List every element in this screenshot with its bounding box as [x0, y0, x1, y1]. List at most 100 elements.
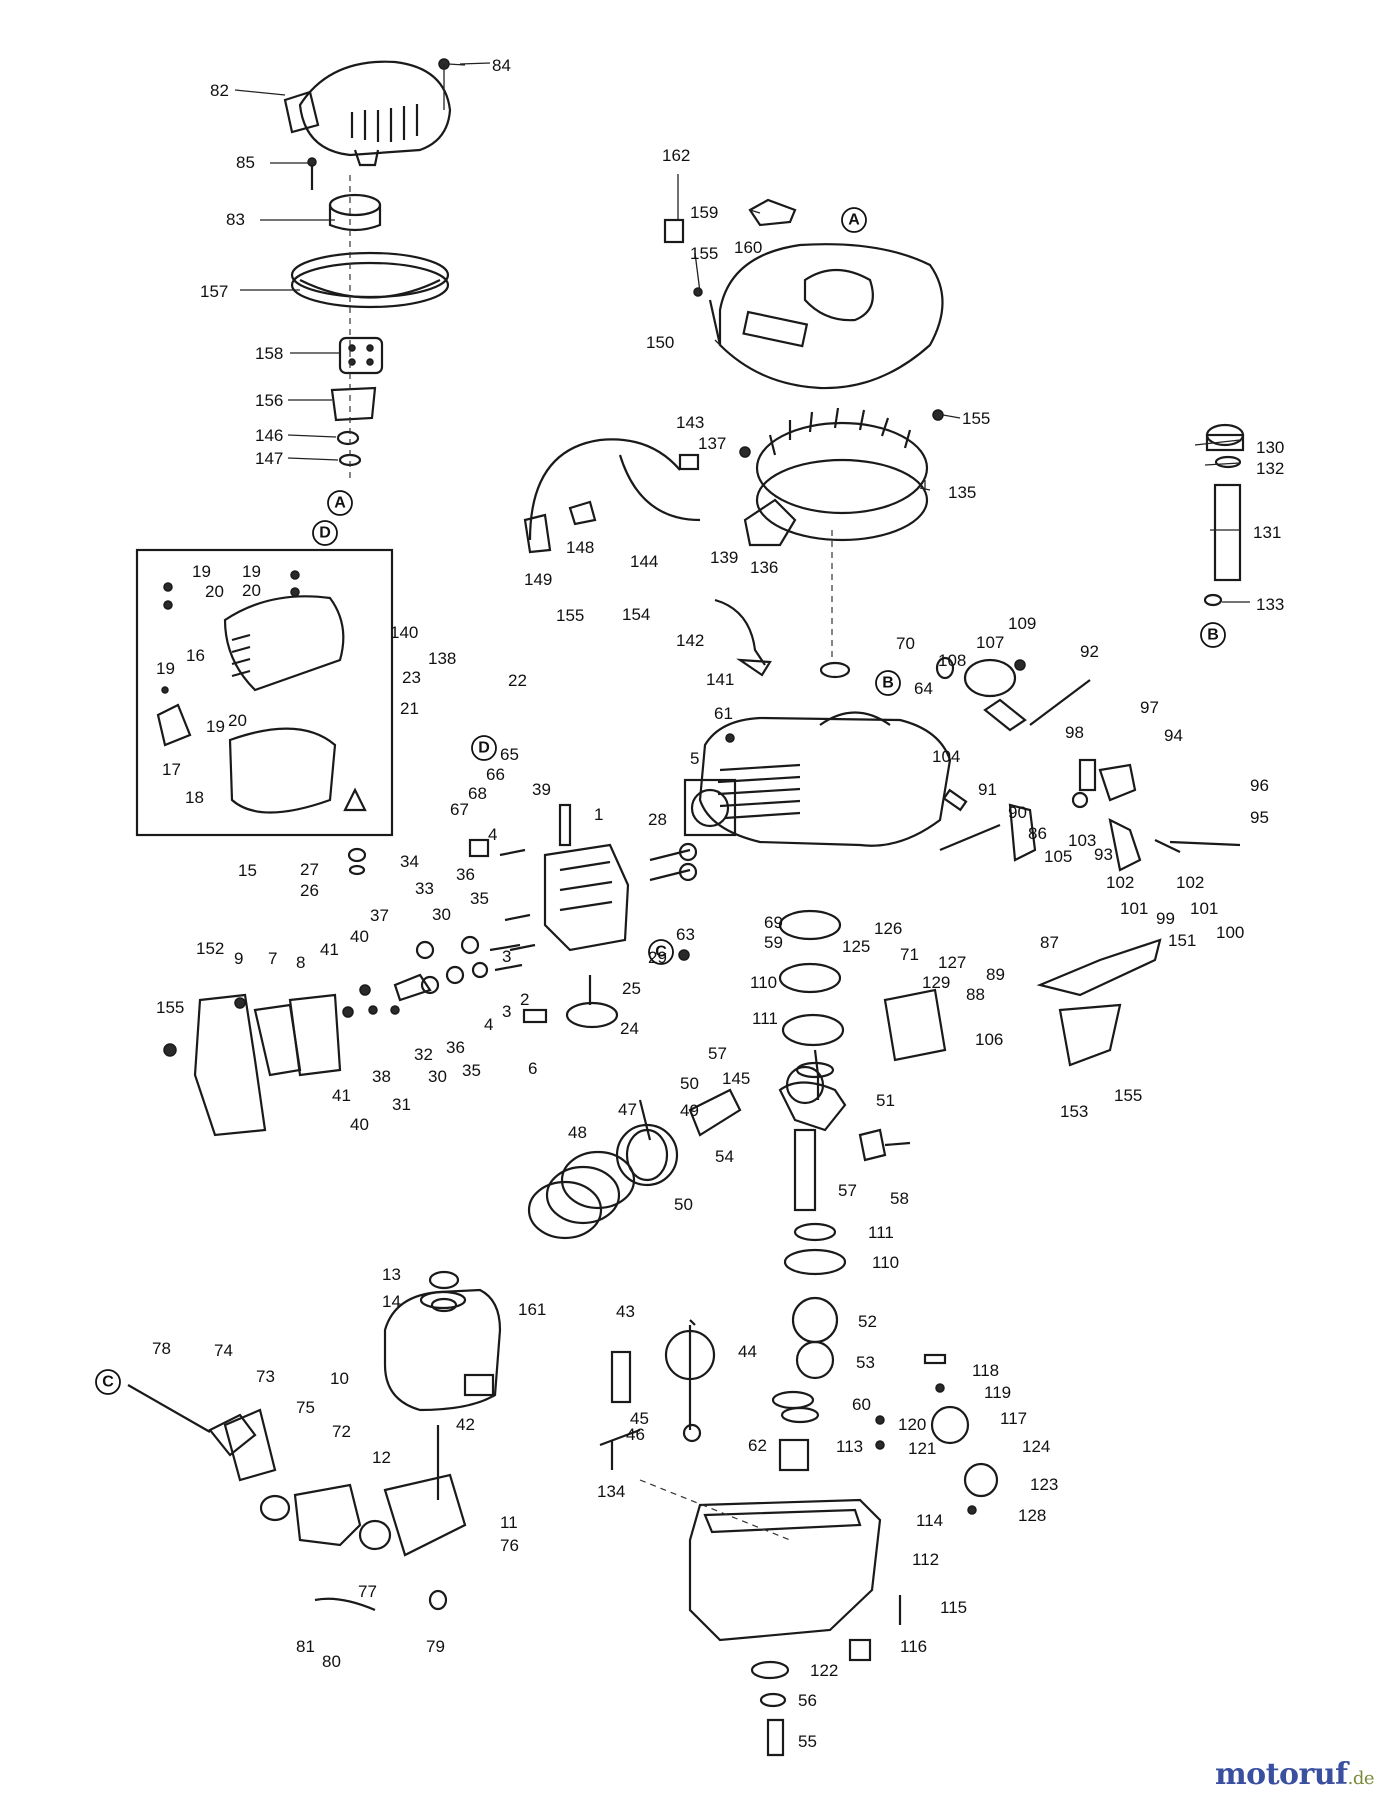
part-label-90: 90	[1008, 803, 1027, 822]
part-label-155-d: 155	[156, 998, 184, 1017]
callout-A-top: A	[841, 207, 867, 233]
part-label-155-a: 155	[690, 244, 718, 263]
part-label-96: 96	[1250, 776, 1269, 795]
part-label-68: 68	[468, 784, 487, 803]
part-label-28: 28	[648, 810, 667, 829]
part-label-66: 66	[486, 765, 505, 784]
part-label-140: 140	[390, 623, 418, 642]
part-label-111-b: 111	[868, 1223, 894, 1242]
svg-text:D: D	[319, 525, 331, 542]
part-label-40-b: 40	[350, 1115, 369, 1134]
part-label-115: 115	[940, 1598, 967, 1617]
part-label-151: 151	[1168, 931, 1196, 950]
part-label-25: 25	[622, 979, 641, 998]
recoil-starter-assembly	[283, 58, 452, 480]
oil-fill	[1203, 423, 1245, 607]
part-label-7: 7	[268, 949, 277, 968]
part-label-14: 14	[382, 1292, 401, 1311]
part-label-125: 125	[842, 937, 870, 956]
part-label-82: 82	[210, 81, 229, 100]
part-label-69: 69	[764, 913, 783, 932]
part-label-100: 100	[1216, 923, 1244, 942]
svg-text:A: A	[334, 495, 346, 512]
part-label-98: 98	[1065, 723, 1084, 742]
part-label-59: 59	[764, 933, 783, 952]
part-label-119: 119	[984, 1383, 1011, 1402]
crankcase-cylinder	[683, 711, 952, 847]
part-label-58: 58	[890, 1189, 909, 1208]
part-label-35-a: 35	[470, 889, 489, 908]
watermark-brand: motoruf	[1214, 1757, 1348, 1792]
part-label-155-c: 155	[556, 606, 584, 625]
part-labels: 82 84 85 83 157 158 156 146 147 162 159 …	[152, 56, 1284, 1751]
part-label-56: 56	[798, 1691, 817, 1710]
part-label-97: 97	[1140, 698, 1159, 717]
part-label-132: 132	[1256, 459, 1284, 478]
part-label-106: 106	[975, 1030, 1003, 1049]
part-label-88: 88	[966, 985, 985, 1004]
part-label-139: 139	[710, 548, 738, 567]
part-label-20-c: 20	[228, 711, 247, 730]
leader-lines	[234, 62, 1250, 603]
callout-B-right: B	[1200, 622, 1226, 648]
part-label-160: 160	[734, 238, 762, 257]
part-label-146: 146	[255, 426, 283, 445]
part-label-117: 117	[1000, 1409, 1027, 1428]
svg-text:B: B	[1207, 627, 1219, 644]
part-label-73: 73	[256, 1367, 275, 1386]
part-label-23: 23	[402, 668, 421, 687]
part-label-37: 37	[370, 906, 389, 925]
part-label-94: 94	[1164, 726, 1183, 745]
part-label-102-b: 102	[1176, 873, 1204, 892]
governor-controls	[883, 656, 1241, 1067]
part-label-55: 55	[798, 1732, 817, 1751]
part-label-112: 112	[912, 1550, 939, 1569]
part-label-111-a: 111	[752, 1009, 778, 1028]
part-label-137: 137	[698, 434, 726, 453]
part-label-53: 53	[856, 1353, 875, 1372]
part-label-124: 124	[1022, 1437, 1050, 1456]
part-label-19-b: 19	[242, 562, 261, 581]
part-label-102-a: 102	[1106, 873, 1134, 892]
part-label-41-a: 41	[320, 940, 339, 959]
part-label-57-b: 57	[838, 1181, 857, 1200]
part-label-145: 145	[722, 1069, 750, 1088]
camshaft-gear	[599, 1319, 999, 1515]
part-label-64: 64	[914, 679, 933, 698]
part-label-36-b: 36	[446, 1038, 465, 1057]
part-label-2: 2	[520, 990, 529, 1009]
part-label-70: 70	[896, 634, 915, 653]
part-label-33: 33	[415, 879, 434, 898]
part-label-131: 131	[1253, 523, 1281, 542]
part-label-127: 127	[938, 953, 966, 972]
part-label-134: 134	[597, 1482, 625, 1501]
part-label-54: 54	[715, 1147, 734, 1166]
part-label-150: 150	[646, 333, 674, 352]
part-label-92: 92	[1080, 642, 1099, 661]
part-label-67: 67	[450, 800, 469, 819]
callout-D-mid: D	[471, 735, 497, 761]
part-label-91: 91	[978, 780, 997, 799]
part-label-126: 126	[874, 919, 902, 938]
part-label-129: 129	[922, 973, 950, 992]
callout-C-left: C	[95, 1369, 121, 1395]
part-label-104: 104	[932, 747, 960, 766]
part-label-36-a: 36	[456, 865, 475, 884]
part-label-144: 144	[630, 552, 658, 571]
part-label-65: 65	[500, 745, 519, 764]
part-label-41-b: 41	[332, 1086, 351, 1105]
callout-B-mid: B	[875, 670, 901, 696]
part-label-42: 42	[456, 1415, 475, 1434]
part-label-122: 122	[810, 1661, 838, 1680]
part-label-19-c: 19	[156, 659, 175, 678]
part-label-30-a: 30	[432, 905, 451, 924]
part-label-21: 21	[400, 699, 419, 718]
part-label-80: 80	[322, 1652, 341, 1671]
svg-text:A: A	[848, 212, 860, 229]
part-label-4-b: 4	[484, 1015, 493, 1034]
svg-text:C: C	[102, 1374, 114, 1391]
fuel-tank	[383, 1270, 502, 1500]
part-label-74: 74	[214, 1341, 233, 1360]
watermark-tld: .de	[1347, 1768, 1375, 1789]
part-label-47: 47	[618, 1100, 637, 1119]
